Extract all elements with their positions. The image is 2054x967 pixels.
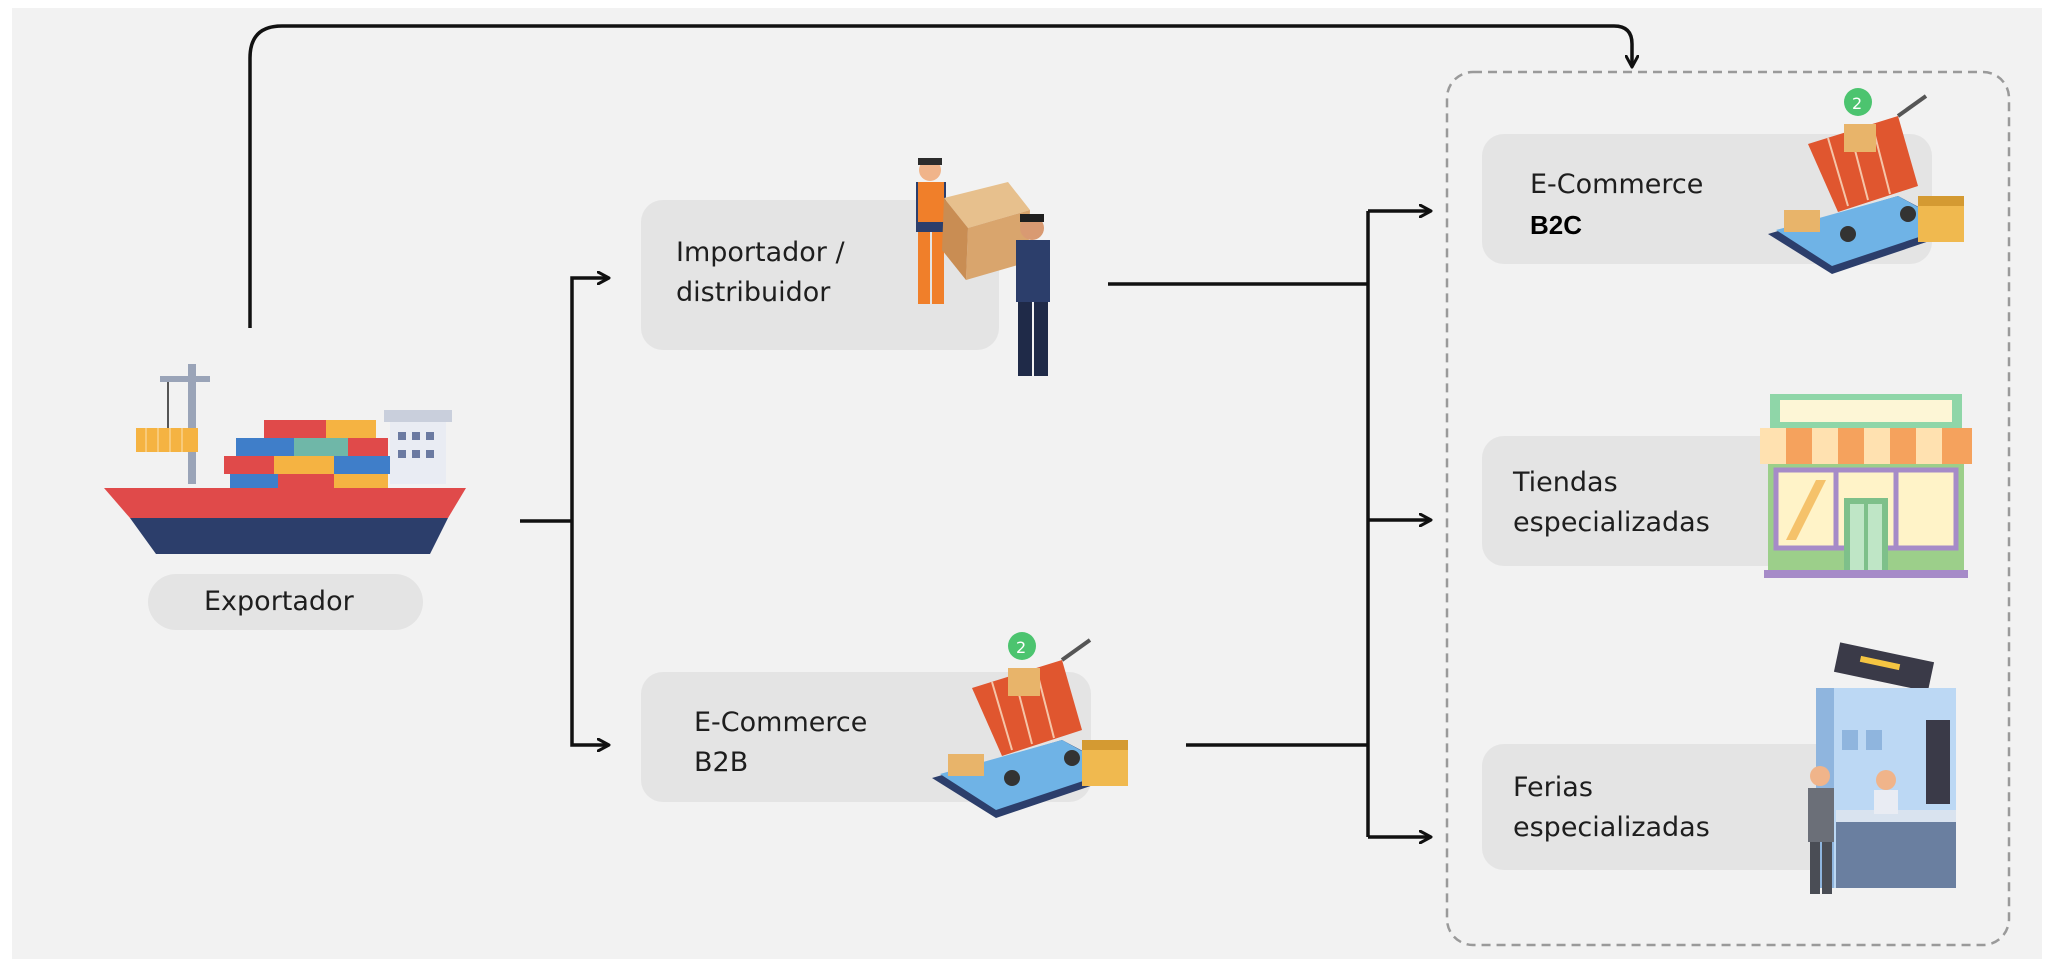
- ferias-label: Ferias especializadas: [1513, 772, 1710, 843]
- storefront-icon: [1760, 394, 1972, 578]
- importador-label: Importador / distribuidor: [676, 237, 845, 308]
- cargo-ship-icon: [104, 364, 466, 554]
- shopping-cart-on-tablet-icon: 2: [1768, 88, 1964, 274]
- svg-text:2: 2: [1016, 638, 1026, 657]
- direct-export-arrow: [248, 24, 1632, 328]
- ferias-node: [1482, 744, 1852, 870]
- retail-channels-group: [1445, 70, 2011, 947]
- exportador-label: Exportador: [204, 586, 354, 617]
- ecommerce-b2b-label: E-Commerce B2B: [694, 707, 868, 778]
- tiendas-label: Tiendas especializadas: [1513, 467, 1710, 538]
- people-handing-box-icon: [916, 158, 1050, 376]
- svg-text:2: 2: [1852, 94, 1862, 113]
- exportador-node: [148, 574, 423, 630]
- shopping-cart-on-tablet-icon: 2: [932, 632, 1128, 818]
- trade-fair-booth-icon: [1808, 642, 1956, 894]
- ecommerce-b2c-label: E-Commerce B2C: [1530, 169, 1704, 240]
